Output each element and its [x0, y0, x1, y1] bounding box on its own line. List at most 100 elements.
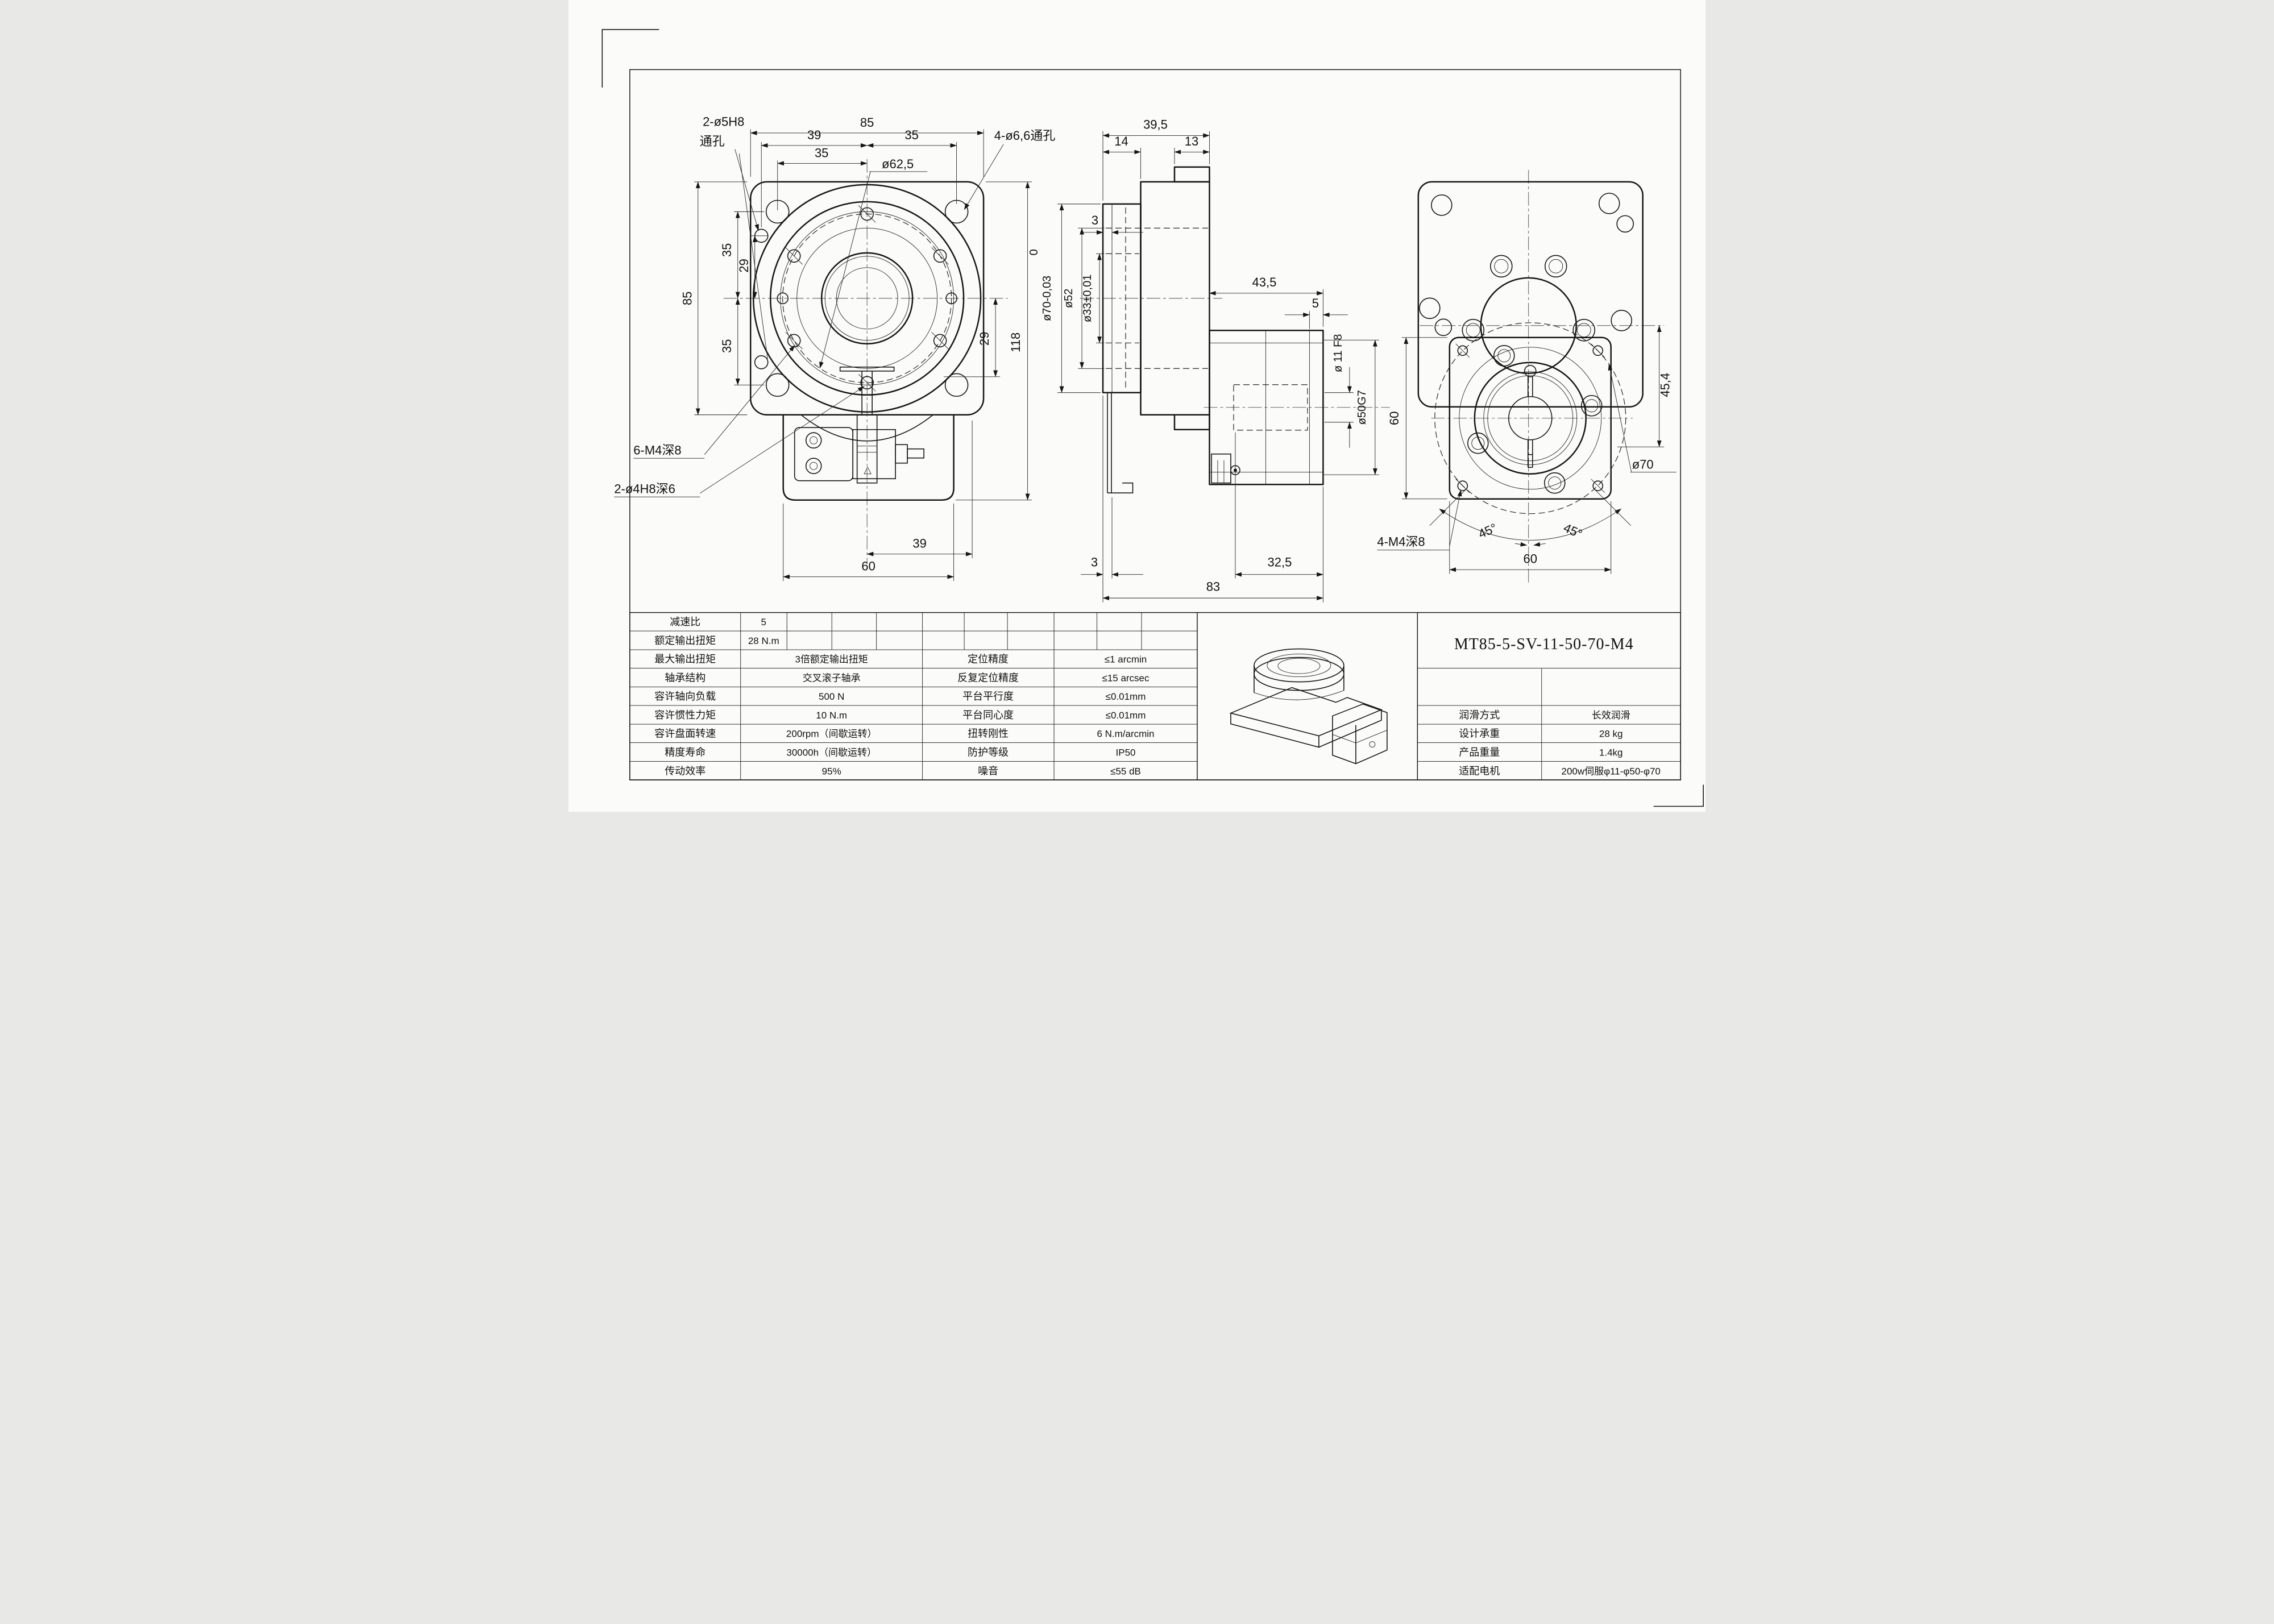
plate-corner-holes — [1419, 193, 1634, 337]
dim-3-top: 3 — [1092, 213, 1098, 227]
table-mid-rows: 定位精度 ≤1 arcmin 反复定位精度 ≤15 arcsec 平台平行度 ≤… — [957, 654, 1154, 777]
row-label: 容许惯性力矩 — [654, 709, 716, 721]
row-label: 扭转刚性 — [968, 728, 1009, 740]
row-label: 容许盘面转速 — [654, 728, 716, 740]
angle-45-left: 45° — [1476, 521, 1499, 541]
front-view: 85 39 35 35 ø62,5 2-ø5H8 通孔 4-ø6,6通孔 85 … — [614, 114, 1056, 582]
row-label: 适配电机 — [1459, 766, 1500, 777]
row-value: 长效润滑 — [1592, 710, 1630, 721]
dim-35a: 35 — [904, 128, 918, 142]
row-value: 28 N.m — [748, 636, 779, 646]
bolt-holes — [777, 205, 957, 392]
note-4o66: 4-ø6,6通孔 — [994, 128, 1056, 143]
row-label: 噪音 — [978, 766, 998, 777]
row-label: 设计承重 — [1459, 728, 1500, 740]
side-dims: 39,5 14 13 3 0 ø70-0,03 ø52 ø33±0,01 — [1028, 117, 1379, 603]
row-value: 28 kg — [1599, 729, 1623, 740]
table-left-rows: 减速比 5 额定输出扭矩 28 N.m 最大输出扭矩 3倍额定输出扭矩 轴承结构… — [654, 616, 877, 776]
dim-60-left: 60 — [1387, 412, 1401, 425]
row-value: ≤55 dB — [1110, 766, 1141, 777]
row-value: 5 — [761, 617, 766, 628]
m4-holes — [1455, 343, 1605, 493]
row-value: 95% — [822, 766, 841, 777]
front-dims: 85 39 35 35 ø62,5 2-ø5H8 通孔 4-ø6,6通孔 85 … — [614, 114, 1056, 582]
dim-39-bot: 39 — [912, 537, 926, 551]
dim-35-dn: 35 — [720, 339, 734, 353]
row-value: 1.4kg — [1599, 747, 1623, 758]
note-2o4h8: 2-ø4H8深6 — [614, 482, 675, 496]
spec-table: 减速比 5 额定输出扭矩 28 N.m 最大输出扭矩 3倍额定输出扭矩 轴承结构… — [629, 612, 1681, 780]
corner-mark-top-left — [601, 29, 659, 88]
dim-13: 13 — [1185, 134, 1198, 148]
row-label: 减速比 — [670, 616, 700, 628]
model-number: MT85-5-SV-11-50-70-M4 — [1454, 636, 1634, 653]
table-right-section: MT85-5-SV-11-50-70-M4 润滑方式 长效润滑 设计承重 28 … — [1454, 636, 1661, 776]
dia-52: ø52 — [1063, 289, 1075, 308]
row-value: 10 N.m — [816, 710, 847, 721]
isometric-thumbnail — [1229, 648, 1388, 765]
row-value: 交叉滚子轴承 — [803, 673, 861, 684]
row-label: 精度寿命 — [665, 747, 706, 758]
dim-85-top: 85 — [860, 115, 874, 130]
dim-14: 14 — [1114, 134, 1128, 148]
dia-625: ø62,5 — [882, 157, 914, 171]
row-label: 润滑方式 — [1459, 709, 1500, 721]
dia-50g7: ø50G7 — [1356, 390, 1368, 425]
row-value: ≤0.01mm — [1106, 710, 1146, 721]
keyed-bore — [1524, 364, 1537, 468]
dim-35-up: 35 — [720, 243, 734, 257]
corner-mark-bottom-right — [1653, 784, 1704, 807]
cad-drawing: 85 39 35 35 ø62,5 2-ø5H8 通孔 4-ø6,6通孔 85 … — [601, 29, 1704, 807]
dim-5: 5 — [1312, 296, 1319, 310]
border — [629, 69, 1681, 780]
row-label: 传动效率 — [665, 766, 706, 777]
dia-70-right: ø70 — [1632, 458, 1654, 472]
row-value: 500 N — [819, 691, 844, 702]
row-value: ≤0.01mm — [1106, 691, 1146, 702]
dim-395: 39,5 — [1143, 117, 1168, 131]
row-label: 平台同心度 — [962, 709, 1014, 721]
row-value: 30000h（间歇运转） — [786, 747, 877, 758]
dim-325: 32,5 — [1268, 555, 1292, 570]
row-label: 容许轴向负载 — [654, 691, 716, 702]
row-label: 防护等级 — [968, 747, 1009, 758]
dim-60-bot-r: 60 — [1524, 552, 1537, 566]
row-value: 200rpm（间歇运转） — [786, 729, 877, 740]
dim-454: 45,4 — [1658, 373, 1673, 397]
dim-60-bot: 60 — [861, 559, 875, 574]
row-value: 3倍额定输出扭矩 — [795, 654, 868, 665]
dim-29-right: 29 — [977, 332, 991, 346]
back-view: 45° 45° 60 60 45,4 ø70 4-M4深8 — [1377, 169, 1677, 585]
dim-39: 39 — [807, 128, 821, 142]
row-label: 定位精度 — [968, 654, 1009, 665]
row-label: 反复定位精度 — [957, 672, 1019, 684]
flange-ring-holes — [1467, 344, 1603, 494]
row-value: 6 N.m/arcmin — [1097, 729, 1155, 740]
row-label: 最大输出扭矩 — [654, 654, 716, 665]
tol-upper: 0 — [1028, 249, 1040, 255]
row-label: 额定输出扭矩 — [654, 635, 716, 646]
angle-45-right: 45° — [1562, 521, 1585, 541]
row-value: 200w伺服φ11-φ50-φ70 — [1562, 766, 1661, 777]
encoder-assembly — [794, 366, 924, 484]
dim-118: 118 — [1009, 333, 1023, 352]
drawing-sheet: 85 39 35 35 ø62,5 2-ø5H8 通孔 4-ø6,6通孔 85 … — [568, 0, 1706, 812]
row-value: ≤1 arcmin — [1105, 654, 1147, 665]
sheet-frame — [601, 29, 1704, 807]
row-label: 产品重量 — [1459, 747, 1500, 758]
row-label: 平台平行度 — [962, 691, 1014, 702]
dim-3-bot: 3 — [1091, 555, 1098, 570]
note-2o5h8: 2-ø5H8 — [703, 114, 744, 128]
note-2o5h8-2: 通孔 — [700, 134, 725, 148]
row-label: 轴承结构 — [665, 672, 706, 684]
side-view: 39,5 14 13 3 0 ø70-0,03 ø52 ø33±0,01 — [1028, 117, 1390, 603]
sensor-bracket — [1107, 392, 1240, 493]
dim-35b: 35 — [815, 146, 828, 160]
dia-33: ø33±0,01 — [1081, 275, 1094, 322]
dia-11f8: ø 11 F8 — [1332, 334, 1345, 372]
dim-435: 43,5 — [1252, 275, 1277, 289]
row-value: IP50 — [1116, 747, 1136, 758]
note-6m4: 6-M4深8 — [633, 443, 681, 458]
row-value: ≤15 arcsec — [1102, 673, 1150, 684]
dia-70-middle: ø70-0,03 — [1041, 276, 1053, 321]
